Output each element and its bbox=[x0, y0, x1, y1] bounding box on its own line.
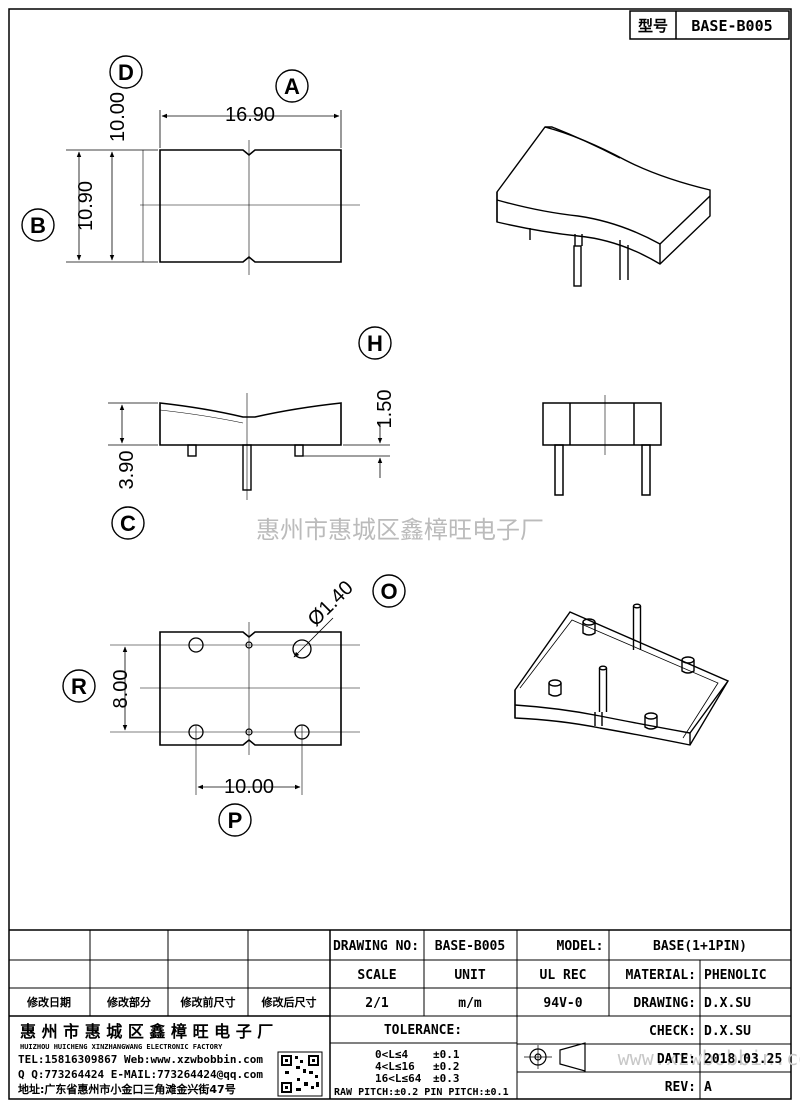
date-label: DATE: bbox=[657, 1052, 696, 1067]
view-label-p: P bbox=[218, 803, 252, 837]
site-watermark: www.xzwbobbin.com bbox=[618, 1046, 800, 1070]
model-header: 型号 BASE-B005 bbox=[629, 10, 790, 40]
bottom-view bbox=[110, 617, 360, 795]
tolerance-range-3: 16<L≤64 bbox=[375, 1072, 422, 1085]
tolerance-label: TOLERANCE: bbox=[384, 1023, 462, 1038]
drawing-no-label: DRAWING NO: bbox=[333, 939, 419, 954]
view-label-c: C bbox=[111, 506, 145, 540]
top-view-outline bbox=[159, 149, 342, 263]
view-label-r: R bbox=[62, 669, 96, 703]
ul-label: UL REC bbox=[540, 968, 587, 983]
dim-height-left: 10.90 bbox=[75, 181, 97, 231]
watermark-text: 惠州市惠城区鑫樟旺电子厂 bbox=[256, 516, 544, 544]
svg-text:O: O bbox=[380, 579, 397, 604]
svg-text:P: P bbox=[228, 808, 243, 833]
svg-text:C: C bbox=[120, 511, 136, 536]
model-header-label: 型号 bbox=[638, 17, 668, 35]
rev-header-part: 修改部分 bbox=[106, 995, 151, 1009]
top-view bbox=[66, 110, 360, 275]
view-label-b: B bbox=[21, 208, 55, 242]
sheet-border bbox=[8, 8, 792, 1100]
tolerance-value-1: ±0.1 bbox=[433, 1048, 460, 1061]
tolerance-range-2: 4<L≤16 bbox=[375, 1060, 415, 1073]
drawing-label: DRAWING: bbox=[633, 996, 696, 1011]
svg-text:D: D bbox=[118, 60, 134, 85]
contact-line-2: Q Q:773264424 E-MAIL:773264424@qq.com bbox=[18, 1068, 263, 1081]
check-value: D.X.SU bbox=[704, 1024, 751, 1039]
rev-header-after: 修改后尺寸 bbox=[261, 995, 317, 1009]
dim-pin-row: 8.00 bbox=[110, 670, 132, 709]
scale-label: SCALE bbox=[357, 968, 396, 983]
model-header-value: BASE-B005 bbox=[691, 17, 772, 35]
view-label-a: A bbox=[275, 69, 309, 103]
isometric-bottom-view bbox=[514, 603, 730, 746]
address-line: 地址:广东省惠州市小金口三角滩金兴街47号 bbox=[18, 1082, 236, 1096]
dim-hole-diameter: Ø1.40 bbox=[304, 577, 358, 631]
dim-width-top: 16.90 bbox=[225, 104, 275, 126]
tolerance-value-2: ±0.2 bbox=[433, 1060, 460, 1073]
pitch-note: RAW PITCH:±0.2 PIN PITCH:±0.1 bbox=[334, 1087, 509, 1098]
svg-text:B: B bbox=[30, 213, 46, 238]
company-en: HUIZHOU HUICHENG XINZHANGWANG ELECTRONIC… bbox=[20, 1043, 223, 1051]
tolerance-value-3: ±0.3 bbox=[433, 1072, 460, 1085]
rev-label: REV: bbox=[665, 1080, 696, 1095]
dim-depth-side: 10.00 bbox=[107, 92, 129, 142]
tolerance-range-1: 0<L≤4 bbox=[375, 1048, 408, 1061]
rev-header-date: 修改日期 bbox=[26, 995, 71, 1009]
rev-header-before: 修改前尺寸 bbox=[180, 995, 236, 1009]
material-label: MATERIAL: bbox=[626, 968, 696, 983]
scale-value: 2/1 bbox=[365, 996, 389, 1011]
qr-code bbox=[277, 1051, 323, 1097]
unit-value: m/m bbox=[458, 996, 482, 1011]
svg-text:A: A bbox=[284, 74, 300, 99]
rev-value: A bbox=[704, 1080, 712, 1095]
end-view bbox=[542, 395, 662, 496]
dim-body-height: 3.90 bbox=[116, 451, 138, 490]
contact-line-1: TEL:15816309867 Web:www.xzwbobbin.com bbox=[18, 1053, 263, 1066]
material-value: PHENOLIC bbox=[704, 968, 767, 983]
model-label: MODEL: bbox=[557, 939, 604, 954]
side-view bbox=[108, 393, 390, 500]
view-label-d: D bbox=[109, 55, 143, 89]
title-block bbox=[9, 929, 791, 1099]
drawing-no-value: BASE-B005 bbox=[435, 939, 505, 954]
dim-pin-span: 10.00 bbox=[224, 776, 274, 798]
ul-value: 94V-0 bbox=[543, 996, 582, 1011]
company-cn: 惠 州 市 惠 城 区 鑫 樟 旺 电 子 厂 bbox=[20, 1022, 273, 1041]
view-label-h: H bbox=[358, 326, 392, 360]
drawing-value: D.X.SU bbox=[704, 996, 751, 1011]
model-value: BASE(1+1PIN) bbox=[653, 939, 747, 954]
projection-symbol-icon bbox=[524, 1042, 586, 1072]
svg-text:R: R bbox=[71, 674, 87, 699]
check-label: CHECK: bbox=[649, 1024, 696, 1039]
view-label-o: O bbox=[372, 574, 406, 608]
svg-text:H: H bbox=[367, 331, 383, 356]
dim-flange: 1.50 bbox=[374, 390, 396, 429]
unit-label: UNIT bbox=[454, 968, 485, 983]
isometric-top-view bbox=[496, 126, 711, 287]
date-value: 2018.03.25 bbox=[704, 1052, 782, 1067]
